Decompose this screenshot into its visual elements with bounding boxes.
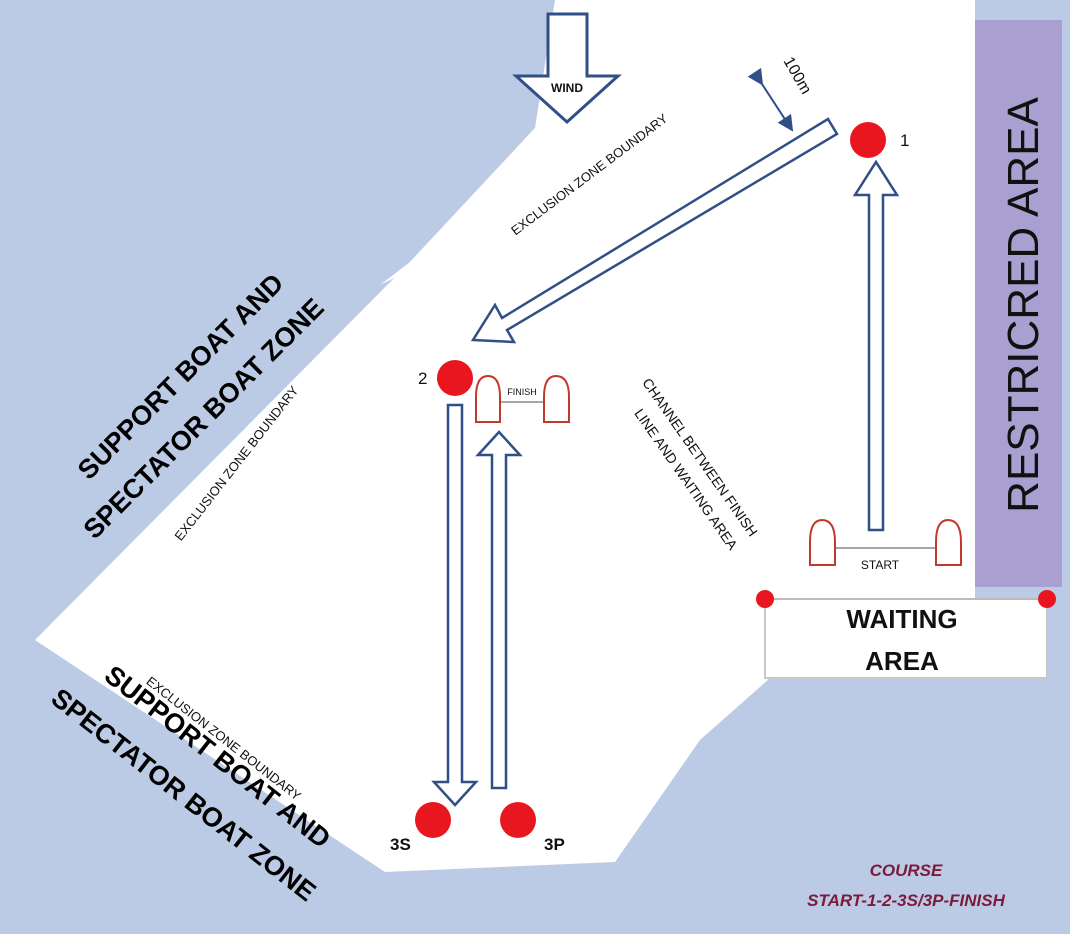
wind-label: WIND (551, 81, 583, 95)
mark-3p-label: 3P (544, 835, 565, 854)
mark-3s-label: 3S (390, 835, 411, 854)
course-legend-sequence: START-1-2-3S/3P-FINISH (807, 891, 1005, 910)
finish-buoy-left-icon (475, 374, 501, 423)
course-legend-title: COURSE (870, 861, 943, 880)
course-arrows (431, 117, 900, 807)
waiting-area-buoy-right (1038, 590, 1056, 608)
wind-arrow-icon (512, 12, 622, 125)
leg-3p-to-finish-arrow (475, 430, 523, 790)
waiting-area-buoy-left (756, 590, 774, 608)
finish-buoy-right-icon (543, 374, 570, 423)
distance-arrow-icon (747, 67, 794, 132)
mark-3s (415, 802, 451, 838)
restricted-area-label: RESTRICRED AREA (999, 97, 1048, 513)
finish-label: FINISH (507, 387, 537, 397)
mark-1 (850, 122, 886, 158)
mark-3p (500, 802, 536, 838)
mark-1-label: 1 (900, 131, 909, 150)
waiting-area-label-line1: WAITING (846, 604, 957, 634)
waiting-area (764, 598, 1048, 679)
leg-2-to-3s-arrow (431, 403, 479, 807)
start-label: START (861, 558, 900, 572)
waiting-area-label-line2: AREA (865, 646, 939, 676)
mark-2 (437, 360, 473, 396)
restricted-area (975, 20, 1062, 587)
leg-1-to-2-arrow (470, 117, 839, 344)
leg-start-to-1-arrow (852, 159, 900, 532)
exclusion-zone (35, 0, 975, 872)
start-buoy-left-icon (809, 518, 836, 566)
exclusion-zone-top (380, 0, 975, 285)
start-buoy-right-icon (935, 518, 962, 566)
mark-2-label: 2 (418, 369, 427, 388)
